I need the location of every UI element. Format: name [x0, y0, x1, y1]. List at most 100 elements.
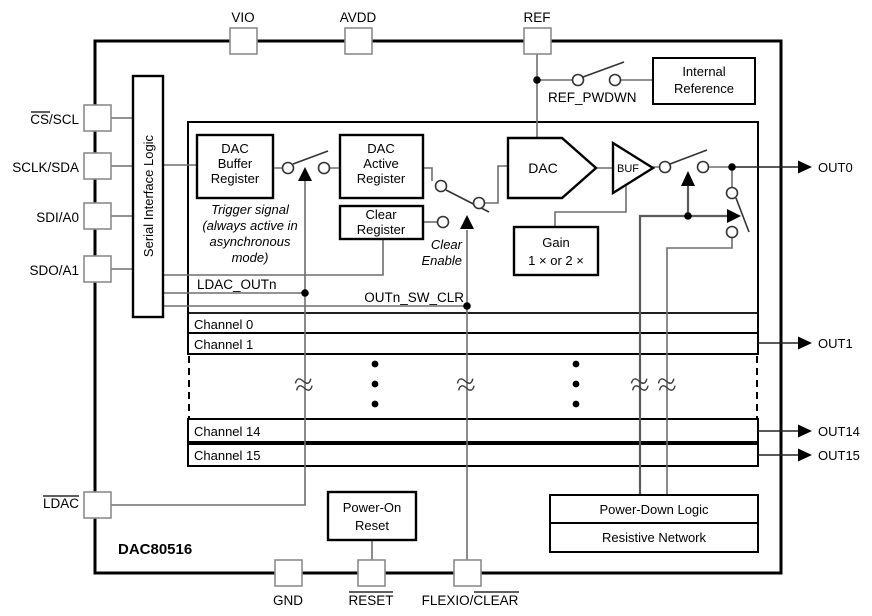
pin-reset [357, 559, 386, 587]
channel0-label: Channel 0 [194, 317, 253, 332]
buf-amp-label: BUF [617, 163, 639, 175]
switch-buffer-to-active [281, 150, 331, 175]
pin-gnd [274, 559, 303, 587]
trigger-note-line1: Trigger signal [211, 202, 290, 217]
dac-buffer-register-line3: Register [211, 171, 260, 186]
annotations: Trigger signal (always active in asynchr… [118, 90, 637, 558]
channel-blocks [187, 121, 759, 467]
dac-buffer-register-line1: DAC [221, 141, 248, 156]
pin-sdo-a1 [83, 255, 112, 283]
chip-outline [93, 39, 783, 575]
out15-label: OUT15 [818, 448, 860, 463]
channel15-block [187, 443, 759, 467]
dac-core-label: DAC [528, 160, 558, 176]
trigger-note-line2: (always active in [202, 218, 297, 233]
buf-amp-shape [611, 140, 656, 196]
part-number-label: DAC80516 [118, 541, 192, 558]
resistive-network-label: Resistive Network [602, 530, 707, 545]
out0-label: OUT0 [818, 160, 853, 175]
pin-ref [523, 27, 552, 55]
function-blocks: Serial Interface Logic DAC Buffer Regist… [131, 57, 759, 553]
gain-block [512, 225, 600, 277]
arrowheads [298, 160, 812, 462]
trigger-note-line4: mode) [232, 250, 269, 265]
switch-clear-enable-contact [436, 215, 450, 229]
pin-label-avdd: AVDD [340, 10, 377, 25]
out15-arrow [798, 448, 812, 462]
pin-cs-scl [83, 104, 112, 132]
pin-sclk-sda [83, 152, 112, 180]
pd-right-arrow [727, 209, 741, 223]
trigger-note-line3: asynchronous [210, 234, 291, 249]
pin-flexio-clear [453, 559, 482, 587]
break-squiggles [294, 378, 676, 391]
pin-label-ldac: LDAC [43, 496, 79, 511]
trigger-arrow [298, 167, 312, 181]
dac-active-register-line3: Register [357, 171, 406, 186]
pin-avdd [344, 27, 373, 55]
channel-labels: Channel 0 Channel 1 Channel 14 Channel 1… [194, 317, 261, 463]
switch-active-to-dac [434, 179, 490, 213]
gain-line1: Gain [542, 235, 569, 250]
dac-buffer-register-line2: Buffer [218, 156, 253, 171]
power-on-reset-line1: Power-On [343, 500, 402, 515]
wire-pins-to-serial-logic [111, 117, 133, 270]
dac-active-register-line2: Active [363, 156, 398, 171]
internal-reference-line2: Reference [674, 81, 734, 96]
wire-ldac-trigger [111, 180, 306, 506]
switches [281, 61, 750, 239]
dac-active-register-block [338, 133, 425, 200]
out0-arrow [798, 160, 812, 174]
dac-core-shape [506, 136, 598, 200]
pin-label-cs-scl: CS/SCL [30, 112, 79, 127]
clear-register-line1: Clear [365, 207, 397, 222]
wire-active-to-dac [423, 165, 508, 204]
power-down-logic-label: Power-Down Logic [599, 502, 709, 517]
pin-label-vio: VIO [231, 10, 254, 25]
ellipsis-dots [371, 360, 580, 408]
outn-sw-clr-label: OUTn_SW_CLR [364, 290, 464, 305]
internal-reference-block [652, 57, 756, 105]
pin-label-reset: RESET [348, 593, 393, 608]
channel1-block [187, 332, 759, 355]
internal-reference-line1: Internal [682, 64, 725, 79]
serial-interface-logic-label: Serial Interface Logic [141, 134, 156, 257]
channel14-block [187, 418, 759, 443]
out14-label: OUT14 [818, 424, 860, 439]
wires [111, 54, 798, 560]
pin-labels: VIO AVDD REF CS/SCL SCLK/SDA SDI/A0 SDO/… [12, 10, 550, 608]
clear-enable-arrow [460, 215, 474, 229]
pin-ldac [83, 491, 112, 519]
junction-dots [301, 76, 736, 310]
channel15-label: Channel 15 [194, 448, 261, 463]
wire-sil-to-clear-register [163, 239, 384, 276]
switch-ref-pwdwn [571, 61, 625, 87]
ref-pwdwn-label: REF_PWDWN [548, 90, 637, 105]
clear-register-block [338, 204, 425, 241]
wire-out1-14-15 [758, 342, 798, 456]
pin-label-flexio-clear: FLEXIO/CLEAR [422, 593, 519, 608]
dac-buffer-register-block [195, 133, 275, 200]
channel0-block [187, 121, 759, 334]
pin-label-sdi-a0: SDI/A0 [36, 210, 79, 225]
clear-enable-line1: Clear [431, 237, 463, 252]
wire-buf-to-gain [554, 185, 627, 227]
power-on-reset-line2: Reset [355, 518, 389, 533]
pin-label-ref: REF [524, 10, 551, 25]
resistive-network-block [549, 522, 759, 553]
serial-interface-logic-block [131, 74, 165, 319]
channel14-label: Channel 14 [194, 424, 261, 439]
power-on-reset-block [326, 490, 418, 542]
gain-line2: 1 × or 2 × [528, 253, 584, 268]
switch-out0-gnd [725, 186, 750, 239]
pin-label-sclk-sda: SCLK/SDA [12, 160, 79, 175]
switch-buf-out0 [658, 149, 710, 174]
clear-enable-line2: Enable [422, 253, 462, 268]
clear-register-line2: Register [357, 222, 406, 237]
pd-up-arrow [681, 171, 695, 186]
pin-label-sdo-a1: SDO/A1 [29, 263, 79, 278]
channel1-label: Channel 1 [194, 337, 253, 352]
out14-arrow [798, 424, 812, 438]
